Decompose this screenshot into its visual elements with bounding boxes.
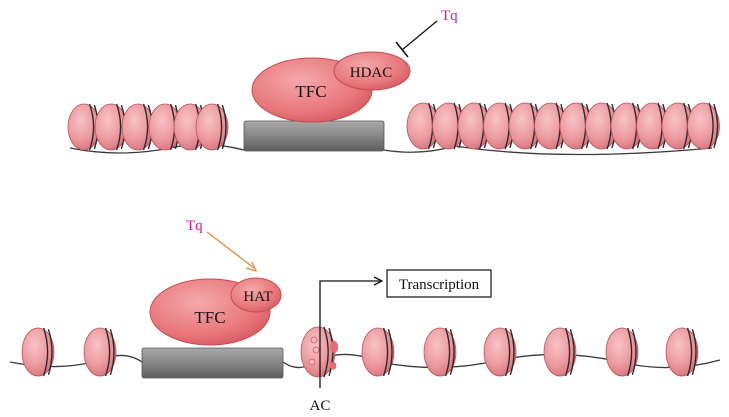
nucleosome <box>195 103 229 151</box>
dna-wrap <box>504 327 511 377</box>
inhibition-line <box>401 20 438 51</box>
acetyl-group <box>330 341 339 353</box>
dna-wrap <box>509 328 515 376</box>
nucleosome <box>585 102 618 150</box>
dna-wrap <box>88 103 95 151</box>
nucleosome <box>121 103 155 151</box>
hdac-enzyme <box>333 51 411 91</box>
nucleosome <box>665 327 699 377</box>
acetyl-group <box>330 361 337 370</box>
nucleosome <box>508 102 542 150</box>
dna-wrap <box>47 328 53 376</box>
hat-label: HAT <box>243 289 272 305</box>
dna-wrap <box>631 328 637 376</box>
hdac-label: HDAC <box>350 65 393 81</box>
bottom-panel: TFC HAT Tq Transcription AC <box>9 218 721 414</box>
nucleosome <box>687 102 720 150</box>
dna-wrap <box>691 328 697 376</box>
nucleosome-row <box>21 326 699 378</box>
dna-wrap <box>216 103 223 151</box>
dna-wrap <box>104 327 111 377</box>
dna-wrap <box>569 328 575 376</box>
dna-wrap <box>449 328 455 376</box>
dna-wrap <box>564 327 571 377</box>
dna-wrap <box>626 327 633 377</box>
acetyl-group <box>312 346 320 354</box>
arrowhead-icon <box>245 261 258 273</box>
top-panel: TFC HDAC Tq <box>67 8 720 156</box>
drug-label-top: Tq <box>441 8 458 24</box>
nucleosome <box>483 327 517 377</box>
dna-wrap <box>708 102 714 150</box>
dna-wrap <box>323 326 329 378</box>
acetyl-label: AC <box>310 398 331 414</box>
nucleosome <box>21 327 55 377</box>
tfc-label: TFC <box>295 82 326 101</box>
dna-wrap <box>382 327 389 377</box>
nucleosome <box>361 327 395 377</box>
dna-wrap <box>713 103 719 149</box>
acetyl-group <box>308 358 316 366</box>
inhibition-bar-icon <box>395 41 409 58</box>
promoter-region <box>243 120 385 152</box>
dna-wrap <box>221 104 227 150</box>
dna-wrap <box>686 327 693 377</box>
tfc-label: TFC <box>194 308 225 327</box>
dna-wrap <box>115 103 122 151</box>
acetylated-nucleosome <box>300 326 339 378</box>
activation-arrow <box>206 231 255 269</box>
dna-wrap <box>387 328 393 376</box>
nucleosome <box>605 327 639 377</box>
dna-wrap <box>142 103 149 151</box>
drug-label-bottom: Tq <box>186 218 203 234</box>
nucleosome-cluster-left <box>67 103 229 151</box>
nucleosome <box>83 327 117 377</box>
dna-wrap <box>42 327 49 377</box>
nucleosome <box>94 103 128 151</box>
nucleosome <box>661 102 695 150</box>
nucleosome-cluster-right <box>406 102 720 150</box>
nucleosome <box>423 327 457 377</box>
dna-wrap <box>444 327 451 377</box>
acetyl-group <box>310 336 318 344</box>
arrowhead-icon <box>373 276 384 286</box>
nucleosome <box>543 327 577 377</box>
nucleosome <box>457 102 491 150</box>
promoter-region <box>141 347 284 379</box>
transcription-box <box>386 269 492 298</box>
transcription-label: Transcription <box>399 277 480 293</box>
dna-wrap <box>109 328 115 376</box>
hat-enzyme <box>230 277 282 313</box>
dna-strand <box>69 143 713 156</box>
transcription-start-arrow <box>319 280 380 388</box>
